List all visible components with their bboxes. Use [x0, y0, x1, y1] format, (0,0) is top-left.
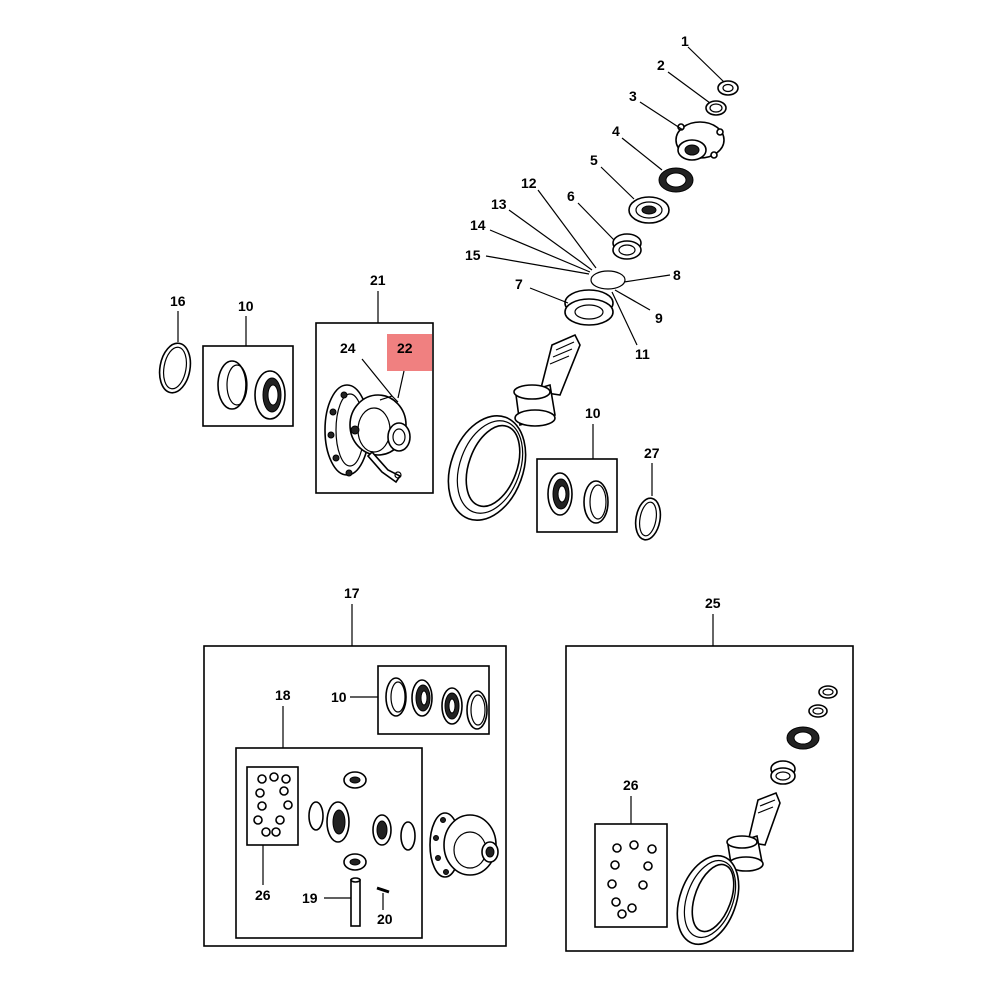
kit-box-25	[565, 645, 854, 952]
callout-1: 1	[681, 33, 689, 49]
callout-13: 13	[491, 196, 507, 212]
gear-box-18	[235, 747, 423, 939]
part-19-cross-shaft[interactable]	[350, 877, 361, 927]
callout-19: 19	[302, 890, 318, 906]
callout-10-right: 10	[585, 405, 601, 421]
highlight-22[interactable]	[387, 334, 432, 371]
part-4-seal[interactable]	[658, 167, 694, 193]
callout-10-left: 10	[238, 298, 254, 314]
callout-20: 20	[377, 911, 393, 927]
differential-kit-17: 17 10 18 26	[203, 585, 507, 947]
callout-18: 18	[275, 687, 291, 703]
gear-set-bolts-26[interactable]	[607, 840, 657, 919]
part-27-snap-ring[interactable]	[633, 496, 664, 542]
callout-6: 6	[567, 188, 575, 204]
callout-7: 7	[515, 276, 523, 292]
callout-25: 25	[705, 595, 721, 611]
pinion-gear[interactable]	[513, 333, 581, 427]
part-7-bearing[interactable]	[564, 289, 614, 326]
callout-24: 24	[340, 340, 356, 356]
part-16-snap-ring[interactable]	[156, 341, 194, 395]
bolt-box-26-set	[594, 823, 668, 928]
left-bearing-group: 16 10	[156, 293, 294, 427]
part-6-bearing-cup[interactable]	[612, 233, 642, 260]
part-1-nut[interactable]	[717, 80, 739, 96]
bearing-box-10-right	[536, 458, 618, 533]
part-2-washer[interactable]	[705, 100, 727, 116]
part-20-roll-pin[interactable]	[376, 886, 390, 894]
part-10-bearing-right[interactable]	[547, 472, 609, 524]
part-10-bearing-left[interactable]	[217, 360, 286, 420]
kit-side-gears[interactable]	[308, 771, 416, 871]
leader-lines-top	[485, 46, 725, 346]
callout-2: 2	[657, 57, 665, 73]
kit-bearings-10[interactable]	[385, 677, 488, 730]
callout-12: 12	[521, 175, 537, 191]
pinion-stack: 1 2 3 4 5 6 12 13 14 15 8 7 9 11	[435, 33, 739, 531]
right-bearing-group: 10 27	[536, 405, 664, 542]
callout-8: 8	[673, 267, 681, 283]
part-8-shim[interactable]	[590, 270, 626, 290]
gear-set-ring-gear[interactable]	[666, 847, 750, 953]
part-5-bearing[interactable]	[628, 196, 670, 224]
callout-11: 11	[635, 346, 650, 362]
callout-27: 27	[644, 445, 660, 461]
carrier-assembly-21: 21 22 24	[315, 272, 434, 494]
carrier-box-21	[315, 322, 434, 494]
part-21-locker-carrier[interactable]	[324, 384, 411, 484]
callout-10-kit: 10	[331, 689, 347, 705]
bolt-box-26-kit	[246, 766, 299, 846]
callout-4: 4	[612, 123, 620, 139]
callout-14: 14	[470, 217, 486, 233]
kit-differential-case[interactable]	[429, 812, 499, 878]
ring-gear[interactable]	[435, 405, 540, 531]
callout-21: 21	[370, 272, 386, 288]
callout-3: 3	[629, 88, 637, 104]
callout-5: 5	[590, 152, 598, 168]
gear-set-pinion-parts[interactable]	[726, 685, 838, 872]
callout-16: 16	[170, 293, 186, 309]
callout-9: 9	[655, 310, 663, 326]
callout-17: 17	[344, 585, 360, 601]
part-3-flange[interactable]	[675, 121, 725, 161]
callout-26-kit: 26	[255, 887, 271, 903]
gear-set-25: 25 26	[565, 595, 854, 953]
kit-bolts-26[interactable]	[253, 772, 293, 837]
callout-15: 15	[465, 247, 481, 263]
callout-22: 22	[397, 340, 413, 356]
bearing-box-10-left	[202, 345, 294, 427]
kit-box-17	[203, 645, 507, 947]
callout-26-set: 26	[623, 777, 639, 793]
bearing-box-10-kit	[377, 665, 490, 735]
